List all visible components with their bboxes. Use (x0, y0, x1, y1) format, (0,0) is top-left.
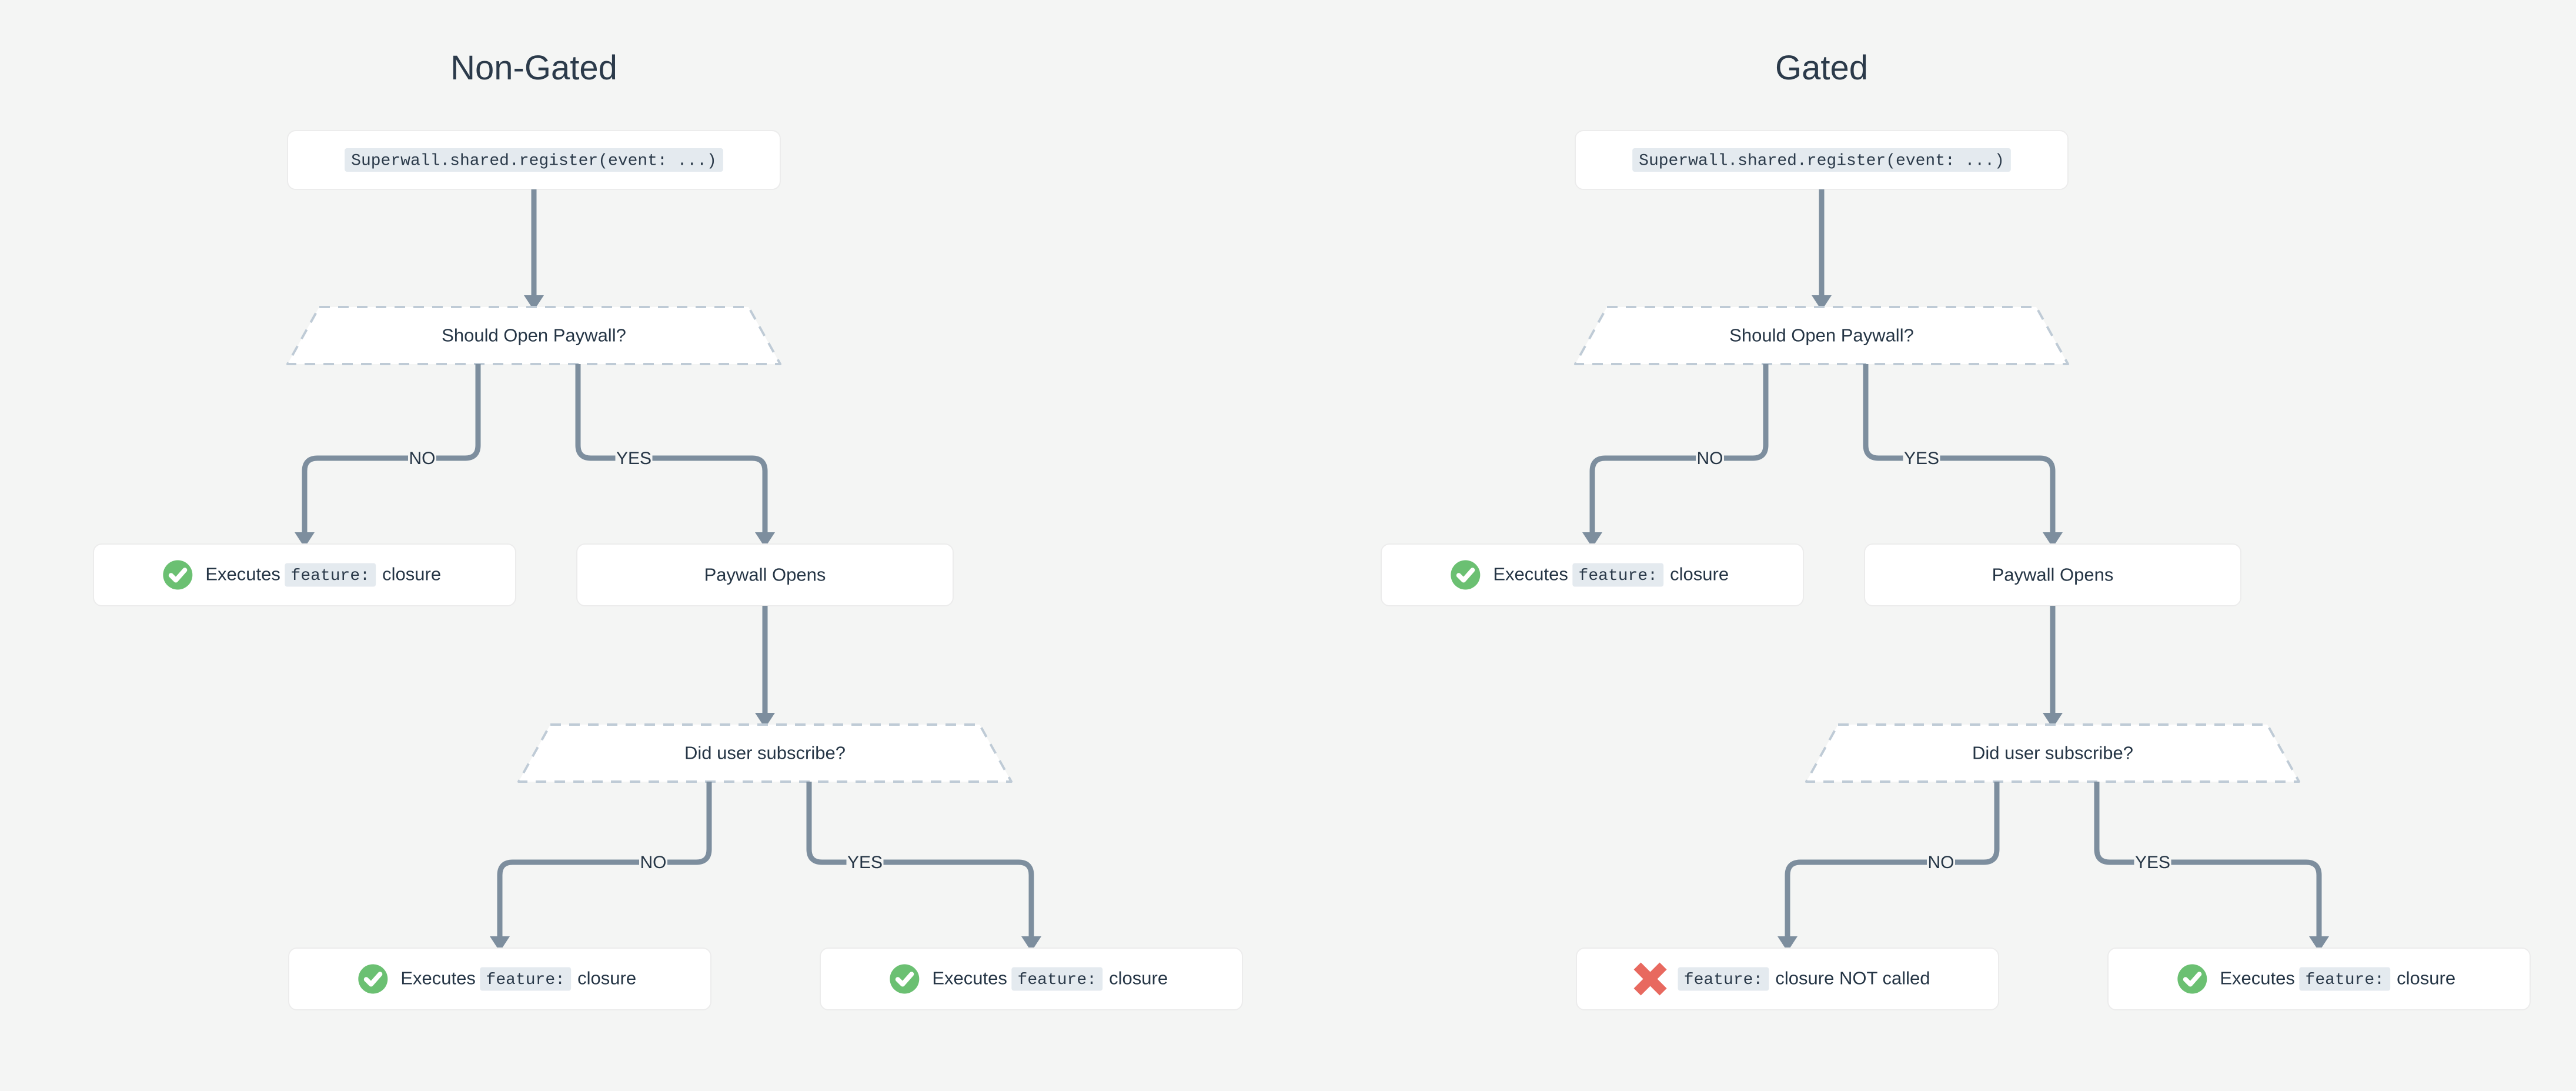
edge-decision2-yes-gated (2094, 782, 2322, 936)
result-sub-no-gated-card (1576, 947, 1999, 1010)
decision2-non-gated-shape (517, 723, 1013, 783)
entry-gated-code-text: Superwall.shared.register(event: ...) (1639, 152, 2004, 170)
edge-decision1-no-non-gated (302, 364, 481, 532)
paywall-opens-label-non-gated: Paywall Opens (704, 565, 826, 585)
edge-decision2-yes-gated-head (2309, 936, 2329, 952)
result-sub-no-gated-text-1: closure NOT called (1775, 968, 1930, 989)
column-non-gated: Non-GatedSuperwall.shared.register(event… (93, 49, 1243, 1010)
edge-decision1-yes-gated (1863, 364, 2056, 532)
result-sub-yes-non-gated-code-text-1: feature: (1018, 971, 1097, 989)
edge-decision2-no-gated-label-bg (1927, 849, 1955, 875)
decision2-non-gated-label: Did user subscribe? (684, 743, 846, 763)
result-sub-yes-non-gated-code-chip-bg-1 (1011, 967, 1103, 991)
edge-decision1-yes-non-gated-label: YES (616, 449, 651, 468)
edge-decision1-yes-gated-head (2043, 532, 2063, 548)
result-sub-no-non-gated-text-2: closure (577, 968, 636, 989)
result-no-branch-gated-code-chip-bg-1 (1572, 563, 1664, 587)
edge-decision1-no-non-gated-label-bg (408, 445, 436, 471)
edge-decision1-yes-non-gated (575, 364, 768, 532)
edge-decision2-yes-non-gated-label: YES (847, 853, 883, 872)
result-sub-no-gated-code-text-0: feature: (1684, 971, 1763, 989)
edge-decision1-yes-non-gated-label-bg (615, 445, 653, 471)
result-sub-yes-gated-text-0: Executes (2220, 968, 2295, 989)
decision1-gated-shape (1574, 306, 2069, 365)
result-no-branch-non-gated-check-circle-icon-glyph (168, 568, 188, 583)
edge-decision2-yes-gated-label-bg (2134, 849, 2171, 875)
edge-decision2-no-non-gated-label-bg (639, 849, 667, 875)
edge-decision2-yes-non-gated-head (1021, 936, 1041, 952)
paywall-opens-label-gated: Paywall Opens (1992, 565, 2114, 585)
decision1-gated-label: Should Open Paywall? (1729, 325, 1914, 346)
edge-decision1-no-gated-label-bg (1696, 445, 1724, 471)
edge-entry-to-decision1-gated-head (1812, 295, 1832, 311)
result-sub-no-non-gated-code-chip-bg-1 (480, 967, 572, 991)
decision1-non-gated-label: Should Open Paywall? (442, 325, 626, 346)
decision1-non-gated-shape (286, 306, 781, 365)
edge-decision1-no-gated-head (1582, 532, 1602, 548)
result-no-branch-non-gated-text-0: Executes (205, 564, 280, 585)
result-sub-yes-non-gated-text-0: Executes (932, 968, 1007, 989)
edge-decision2-yes-non-gated-label-bg (846, 849, 884, 875)
result-sub-yes-gated-text-2: closure (2397, 968, 2455, 989)
edge-entry-to-decision1-non-gated-head (524, 295, 544, 311)
entry-non-gated-code-text: Superwall.shared.register(event: ...) (351, 152, 717, 170)
result-sub-no-non-gated-text-0: Executes (400, 968, 476, 989)
column-title-gated: Gated (1775, 49, 1868, 87)
result-no-branch-non-gated-code-text-1: feature: (291, 567, 370, 585)
result-sub-yes-gated-code-chip-bg-1 (2299, 967, 2391, 991)
edge-decision2-yes-gated-label: YES (2135, 853, 2170, 872)
result-sub-yes-gated-check-circle-icon-glyph (2183, 972, 2202, 987)
result-sub-yes-non-gated-text-2: closure (1109, 968, 1168, 989)
result-sub-yes-non-gated-check-circle-icon-glyph (895, 972, 914, 987)
edge-decision2-yes-non-gated (806, 782, 1034, 936)
result-sub-no-non-gated-code-text-1: feature: (486, 971, 565, 989)
edge-decision2-no-gated (1785, 782, 2000, 936)
edge-paywall-to-decision2-gated-head (2043, 713, 2063, 728)
column-title-non-gated: Non-Gated (450, 49, 617, 87)
edge-decision2-no-non-gated-label: NO (640, 853, 667, 872)
result-sub-no-gated-cross-icon (1633, 962, 1667, 996)
edge-decision1-yes-gated-label-bg (1903, 445, 1940, 471)
decision2-gated-label: Did user subscribe? (1972, 743, 2133, 763)
edge-decision1-no-gated-label: NO (1697, 449, 1723, 468)
edge-decision1-yes-gated-label: YES (1904, 449, 1939, 468)
result-no-branch-gated-code-text-1: feature: (1579, 567, 1658, 585)
edge-decision1-no-non-gated-head (295, 532, 315, 548)
entry-gated-chip-bg (1632, 148, 2011, 172)
result-no-branch-non-gated-text-2: closure (382, 564, 441, 585)
edge-decision1-no-non-gated-label: NO (409, 449, 436, 468)
edge-decision2-no-gated-head (1778, 936, 1797, 952)
edge-decision2-no-gated-label: NO (1928, 853, 1954, 872)
edge-decision1-no-gated (1589, 364, 1769, 532)
entry-non-gated-chip-bg (345, 148, 723, 172)
result-no-branch-gated-check-circle-icon-glyph (1456, 568, 1475, 583)
result-no-branch-gated-text-0: Executes (1493, 564, 1568, 585)
result-sub-yes-gated-code-text-1: feature: (2306, 971, 2384, 989)
result-sub-no-gated-code-chip-bg-0 (1678, 967, 1769, 991)
edge-decision2-no-non-gated (497, 782, 712, 936)
decision2-gated-shape (1805, 723, 2300, 783)
edge-paywall-to-decision2-non-gated-head (755, 713, 775, 728)
result-sub-no-non-gated-check-circle-icon-glyph (363, 972, 383, 987)
result-no-branch-gated-text-2: closure (1670, 564, 1729, 585)
edge-decision2-no-non-gated-head (490, 936, 510, 952)
edge-decision1-yes-non-gated-head (755, 532, 775, 548)
result-no-branch-non-gated-code-chip-bg-1 (285, 563, 376, 587)
